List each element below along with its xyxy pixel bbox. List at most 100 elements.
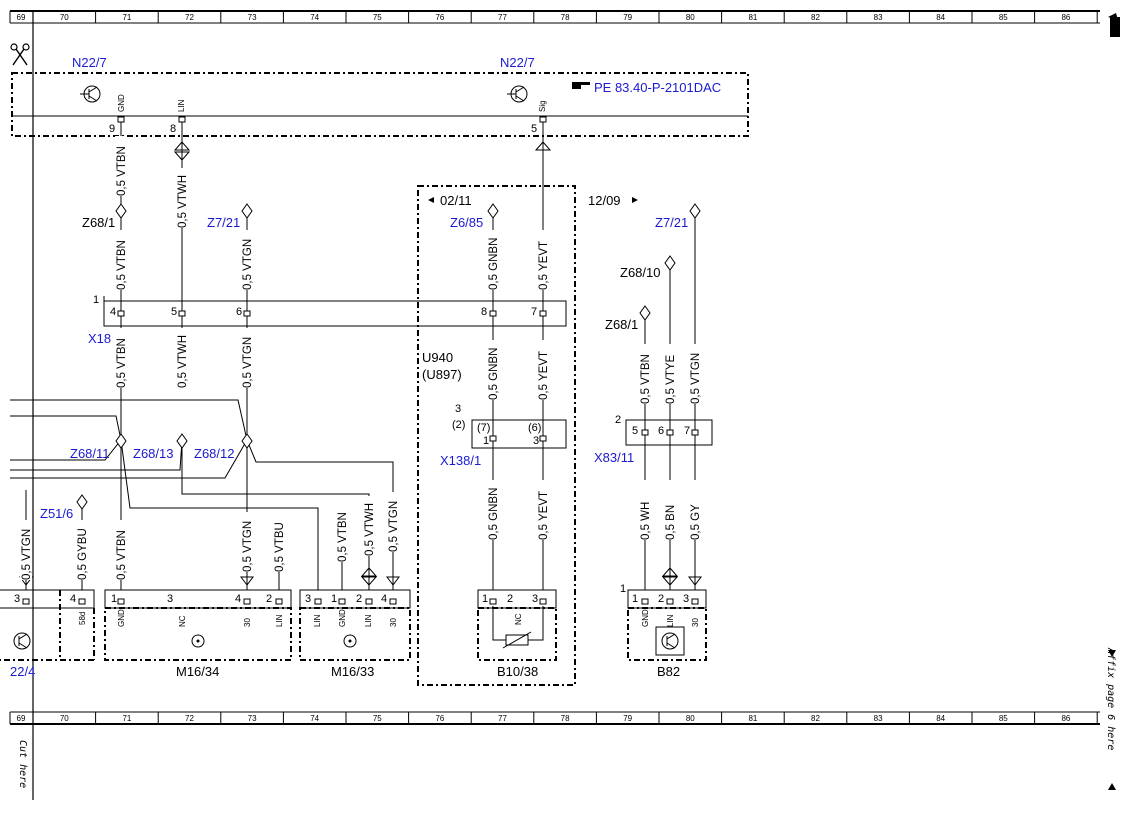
ruler-column-label: 83: [874, 714, 883, 723]
connector-arrows: [19, 141, 702, 586]
pin-number: 3: [14, 593, 20, 605]
ruler-column-label: 77: [498, 714, 507, 723]
pin-stub: [117, 116, 125, 123]
pin-stub: [314, 598, 322, 605]
wire-label: 0,5 VTGN: [242, 337, 254, 388]
ruler-column-label: 75: [373, 714, 382, 723]
left-component-pins: [0, 589, 95, 609]
splice-label: Z68/1: [82, 215, 115, 230]
pin-number: 1: [331, 593, 337, 605]
wire-label: 0,5 VTBU: [274, 522, 286, 572]
ruler-column-label: 77: [498, 13, 507, 22]
pin-name-sig: Sig: [538, 100, 547, 112]
pin-number: (2): [452, 419, 465, 431]
ruler-column-label: 80: [686, 13, 695, 22]
pin-name-lin: LIN: [177, 99, 186, 112]
pin-stub: [489, 435, 497, 442]
pin-number: 3: [683, 593, 689, 605]
ruler-column-label: 82: [811, 13, 820, 22]
reference-link[interactable]: PE 83.40-P-2101DAC: [594, 80, 721, 95]
m16-34-pins: [104, 589, 292, 609]
pin-number: 2: [266, 593, 272, 605]
ruler-column-label: 69: [17, 714, 26, 723]
wire-label: 0,5 YEVT: [538, 351, 550, 400]
ruler-column-label: 80: [686, 714, 695, 723]
date-note: 12/09: [588, 193, 621, 208]
pin-number: 1: [111, 593, 117, 605]
pin-number: 1: [620, 583, 626, 595]
pin-stub: [275, 598, 283, 605]
wire-label: 0,5 VTBN: [116, 530, 128, 580]
motor-icon: [343, 634, 357, 648]
splice-label: Z7/21: [655, 215, 688, 230]
wire-label: 0,5 VTBN: [116, 240, 128, 290]
splice-label: Z6/85: [450, 215, 483, 230]
wire-label: 0,5 VTWH: [177, 335, 189, 388]
up-arrow-icon: [1108, 783, 1116, 790]
pin-number: 5: [632, 425, 638, 437]
component-label: 22/4: [10, 664, 35, 679]
connector-label: X138/1: [440, 453, 481, 468]
x138-1-connector: [471, 419, 567, 449]
pin-name: LIN: [666, 614, 675, 627]
n22-7-label-b: N22/7: [500, 55, 535, 70]
motor-icon: [191, 634, 205, 648]
date-note: 02/11: [440, 193, 472, 208]
pin-number: (7): [477, 422, 490, 434]
splice-label: Z51/6: [40, 506, 73, 521]
component-label: B82: [657, 664, 680, 679]
pin-stub: [338, 598, 346, 605]
wire-label: 0,5 YEVT: [538, 491, 550, 540]
pin-stub: [691, 429, 699, 436]
pin-number: 4: [381, 593, 387, 605]
pin-number: 5: [171, 306, 177, 318]
ruler-column-label: 78: [561, 13, 570, 22]
m16-34-housing: [104, 607, 292, 661]
pin-number: 1: [482, 593, 488, 605]
wire-label: 0,5 VTGN: [242, 521, 254, 572]
component-label: B10/38: [497, 664, 538, 679]
pin-number: (6): [528, 422, 541, 434]
ruler-column-label: 79: [623, 714, 632, 723]
u940-housing: [417, 185, 576, 686]
ruler-column-label: 73: [248, 13, 257, 22]
pin-number: 6: [658, 425, 664, 437]
pin-stub: [666, 598, 674, 605]
ruler-column-label: 84: [936, 13, 945, 22]
wire-label: 0,5 YEVT: [538, 241, 550, 290]
pin-number: 1: [93, 294, 99, 306]
pin-name: LIN: [313, 614, 322, 627]
pin-stub: [117, 598, 125, 605]
pin-number: 7: [684, 425, 690, 437]
pin-stub: [178, 310, 186, 317]
pin-stub: [365, 598, 373, 605]
pin-number: 4: [235, 593, 241, 605]
pin-stub: [489, 598, 497, 605]
pin-number: 6: [236, 306, 242, 318]
wire-label: 0,5 GYBU: [77, 528, 89, 580]
ruler-column-label: 81: [748, 714, 757, 723]
pin-name: NC: [514, 613, 523, 625]
splice-markers: [76, 203, 701, 510]
ruler-column-label: 73: [248, 714, 257, 723]
wire-label: 0,5 VTWH: [364, 503, 376, 556]
pin-name: GND: [641, 609, 650, 627]
pin-stub: [178, 116, 186, 123]
pin-number: 1: [483, 435, 489, 447]
pin-number: 3: [532, 593, 538, 605]
pin-number: 8: [481, 306, 487, 318]
ruler-column-label: 74: [310, 714, 319, 723]
splice-label: Z68/13: [133, 446, 173, 461]
ruler-column-label: 76: [435, 13, 444, 22]
pin-number: 2: [658, 593, 664, 605]
pin-stub: [243, 598, 251, 605]
wire-label: 0,5 VTGN: [242, 239, 254, 290]
ruler-column-label: 76: [435, 714, 444, 723]
splice-label: Z68/1: [605, 317, 638, 332]
pin-number: 3: [455, 403, 461, 415]
ruler-column-label: 72: [185, 714, 194, 723]
transistor-icon: [13, 632, 31, 650]
wire-label: 0,5 VTGN: [21, 529, 33, 580]
pin-number: 3: [533, 435, 539, 447]
x83-11-connector: [625, 419, 713, 446]
